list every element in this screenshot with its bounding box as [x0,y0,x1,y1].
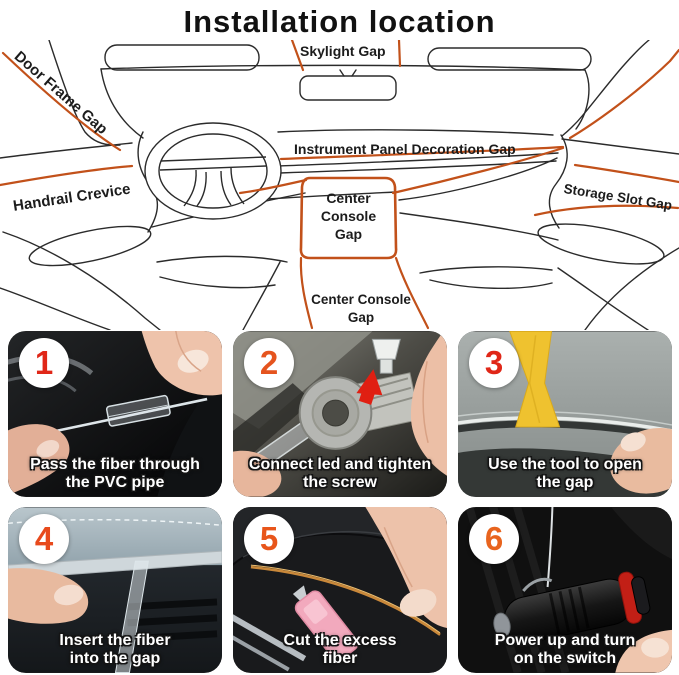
step-number: 4 [34,520,54,557]
step-number-badge: 5 [244,514,294,564]
step-number-badge: 4 [19,514,69,564]
step-number-badge: 3 [469,338,519,388]
car-interior-diagram: Skylight Gap Door Frame Gap Instrument P… [0,40,679,330]
step-number-badge: 6 [469,514,519,564]
step-number: 2 [259,344,279,381]
step-1-photo: 1 Pass the fiber through the PVC pipe [8,331,222,497]
led-accent-lines [0,40,679,330]
step-2-photo: 2 Connect led and tighten the screw [233,331,447,497]
step-caption: Connect led and tighten the screw [248,456,432,492]
step-3-photo: 3 Use the tool to open the gap [458,331,672,497]
step-caption: Pass the fiber through the PVC pipe [30,456,200,492]
steps-grid: 1 Pass the fiber through the PVC pipe [8,331,672,673]
step-caption: Use the tool to open the gap [488,456,642,492]
step-caption: Cut the excess fiber [283,632,397,668]
step-number-badge: 1 [19,338,69,388]
step-caption: Power up and turn on the switch [494,632,636,668]
label-center-console-gap: Center Console Gap [320,190,377,243]
step-6-photo: 6 Power up and turn on the switch [458,507,672,673]
label-instrument-panel-gap: Instrument Panel Decoration Gap [294,141,516,157]
step-number: 5 [259,520,279,557]
step-4-photo: 4 Insert the fiber into the gap [8,507,222,673]
label-skylight-gap: Skylight Gap [300,43,386,59]
step-number: 1 [34,344,54,381]
label-center-console-gap-lower: Center Console Gap [311,292,411,325]
step-number-badge: 2 [244,338,294,388]
step-number: 3 [484,344,504,381]
steering-wheel [144,122,282,220]
step-number: 6 [484,520,504,557]
step-5-photo: 5 Cut the excess fiber [233,507,447,673]
step-caption: Insert the fiber into the gap [59,632,171,668]
diagram-lines [0,40,679,330]
page-title: Installation location [183,4,496,39]
